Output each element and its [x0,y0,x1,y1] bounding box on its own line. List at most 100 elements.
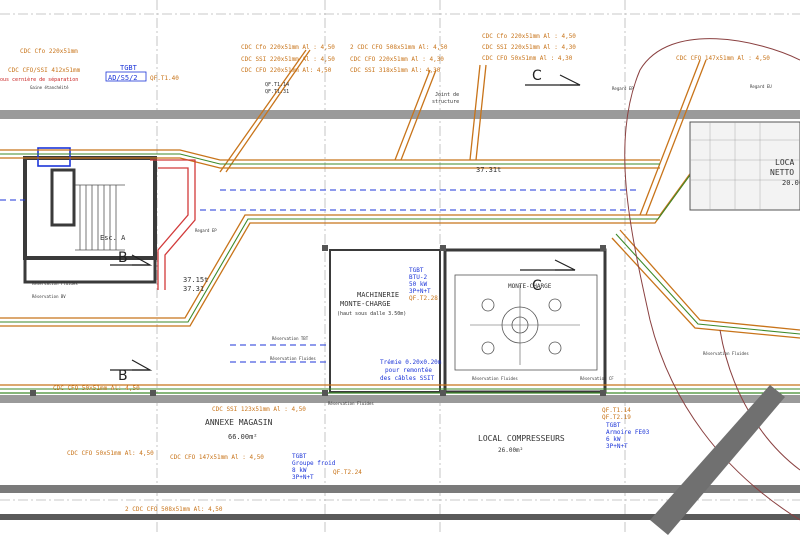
fixture-marks [30,245,606,396]
room-level: 37.31 [183,285,204,293]
svg-text:BTU-2: BTU-2 [409,274,427,281]
cdc-label: CDC CFO 220x51mm Al : 4,30 [350,56,444,63]
svg-text:Réservation TBT: Réservation TBT [272,336,309,341]
tgbt-right-block: QF.T1.14 QF.T2.19 TGBT Armoire FE03 6 kW… [602,407,650,450]
machinerie-note: (haut sous dalle 3.50m) [337,311,406,317]
tgbt-mid-block: TGBT BTU-2 50 kW 3P+N+T QF.T2.28 [409,267,438,302]
section-c-mid: C [532,278,542,294]
local-right-title: LOCA [775,158,794,167]
cdc-label: CDC CFO 220x51mm Al: 4,50 [241,67,332,74]
svg-text:TGBT: TGBT [409,267,424,274]
section-c-top: C [532,68,542,84]
cdc-label: CDC SSI 318x51mm Al: 4,30 [350,67,441,74]
monte-charge-title: MONTE-CHARGE [508,283,552,290]
cdc-label: CDC Cfo 220x51mm Al : 4,50 [482,33,576,40]
tgbt-bottom-block: TGBT Groupe froid 8 kW 3P+N+T QF.T2.24 [292,453,362,481]
svg-text:pour remontée: pour remontée [385,367,432,374]
svg-text:6 kW: 6 kW [606,436,621,443]
section-marks [110,74,581,371]
cdc-label: CDC CFO 50x51mm Al : 4,30 [482,55,573,62]
qf-code: QF.T1.14 [265,82,289,88]
local-right-sub: NETTO [770,168,794,177]
svg-text:QF.T2.28: QF.T2.28 [409,295,438,302]
cdc-label: CDC SSI 220x51mm Al : 4,50 [241,56,335,63]
tgbt-top-block: TGBT AD/S5/2 QF.T1.40 QF.T1.14 QF.T1.31 [105,64,289,95]
svg-text:TGBT: TGBT [606,422,621,429]
svg-text:3P+N+T: 3P+N+T [606,443,628,450]
svg-text:Réservation Fluides: Réservation Fluides [270,356,316,361]
bottom-cdc-labels: CDC SSI 123x51mm Al : 4,50 CDC CFO 147x5… [53,385,306,513]
cdc-center-labels: 2 CDC CFO 508x51mm Al: 4,50 CDC CFO 220x… [350,44,448,74]
svg-text:structure: structure [432,99,459,105]
qf-code: QF.T1.40 [150,75,179,82]
joint-label: Joint de structure [432,92,459,105]
cdc-mid-labels: CDC Cfo 220x51mm Al : 4,50 CDC SSI 220x5… [241,44,335,74]
svg-text:CDC SSI 123x51mm Al : 4,50: CDC SSI 123x51mm Al : 4,50 [212,406,306,413]
room-level: 37.31t [476,166,501,174]
machinerie-room [329,248,607,394]
tremie-note: Trémie 0.20x0.20m pour remontée des câbl… [380,359,442,382]
svg-text:CDC CFO 50x51mm Al: 4,50: CDC CFO 50x51mm Al: 4,50 [67,450,154,457]
room-labels: MACHINERIE MONTE-CHARGE (haut sous dalle… [183,158,800,454]
svg-text:8 kW: 8 kW [292,467,307,474]
svg-text:Réservation Fluides: Réservation Fluides [703,351,749,356]
top-left-labels: CDC Cfo 220x51mm CDC CFO/SSI 412x51mm ou… [0,48,81,90]
cdc-label: CDC CFO 147x51mm Al : 4,50 [676,55,770,62]
note-label: ous cernière de séparation [0,76,78,83]
svg-text:QF.T2.24: QF.T2.24 [333,469,362,476]
svg-text:Réservation Fluides: Réservation Fluides [32,281,78,286]
compresseurs-title: LOCAL COMPRESSEURS [478,434,565,443]
annexe-title: ANNEXE MAGASIN [205,418,273,427]
svg-text:Regard EU: Regard EU [750,84,772,89]
cdc-label: CDC SSI 220x51mm Al : 4,30 [482,44,576,51]
cable-tray-red [150,159,196,290]
svg-text:3P+N+T: 3P+N+T [292,474,314,481]
section-b-bottom: B [118,368,128,384]
qf-code: QF.T1.31 [265,89,289,95]
room-level: 37.15t [183,276,208,284]
hatched-area-right [689,121,800,211]
svg-text:Réservation Fluides: Réservation Fluides [328,401,374,406]
reservation-labels: Réservation Fluides Réservation BV Réser… [32,84,772,406]
cdc-label: CDC Cfo 220x51mm Al : 4,50 [241,44,335,51]
svg-text:des câbles SSIT: des câbles SSIT [380,375,435,382]
staircase-label: Esc. A [100,234,126,242]
section-b-top: B [118,250,128,266]
annexe-area: 66.00m² [228,433,258,441]
svg-text:QF.T2.19: QF.T2.19 [602,414,631,421]
tgbt-title: TGBT [120,64,138,72]
cdc-label: CDC CFO/SSI 412x51mm [8,67,81,74]
cdc-label: 2 CDC CFO 508x51mm Al: 4,50 [350,44,448,51]
note-label: Gaine étanchéité [30,85,69,90]
svg-text:CDC CFO 147x51mm Al : 4,50: CDC CFO 147x51mm Al : 4,50 [170,454,264,461]
staircase-block [23,147,157,284]
svg-text:QF.T1.14: QF.T1.14 [602,407,631,414]
svg-text:Regard EP: Regard EP [612,86,634,91]
machinerie-subtitle: MONTE-CHARGE [340,300,391,308]
section-letters: C C B B [118,68,542,384]
svg-text:Trémie 0.20x0.20m: Trémie 0.20x0.20m [380,359,442,366]
cdc-right-labels: CDC Cfo 220x51mm Al : 4,50 CDC SSI 220x5… [482,33,770,62]
blue-dashed-lines [0,189,640,363]
svg-text:CDC CFO 50x51mm Al: 4,50: CDC CFO 50x51mm Al: 4,50 [53,385,140,392]
main-walls [0,110,800,520]
svg-text:Joint de: Joint de [435,92,459,98]
svg-text:50 kW: 50 kW [409,281,427,288]
svg-text:TGBT: TGBT [292,453,307,460]
machinerie-title: MACHINERIE [357,291,399,299]
svg-text:Groupe froid: Groupe froid [292,460,336,467]
svg-text:3P+N+T: 3P+N+T [409,288,431,295]
tgbt-ref: AD/S5/2 [108,74,138,82]
svg-text:Réservation CF: Réservation CF [580,376,614,381]
ramp-strip [650,385,785,535]
cable-tray-orange [0,49,800,394]
svg-text:Réservation BV: Réservation BV [32,294,66,299]
svg-text:Réservation Fluides: Réservation Fluides [472,376,518,381]
compresseurs-area: 26.00m² [498,447,523,454]
local-right-area: 20.00 [782,179,800,187]
cable-tray-green [0,153,800,390]
cdc-label: CDC Cfo 220x51mm [20,48,78,55]
svg-text:Regard EP: Regard EP [195,228,217,233]
